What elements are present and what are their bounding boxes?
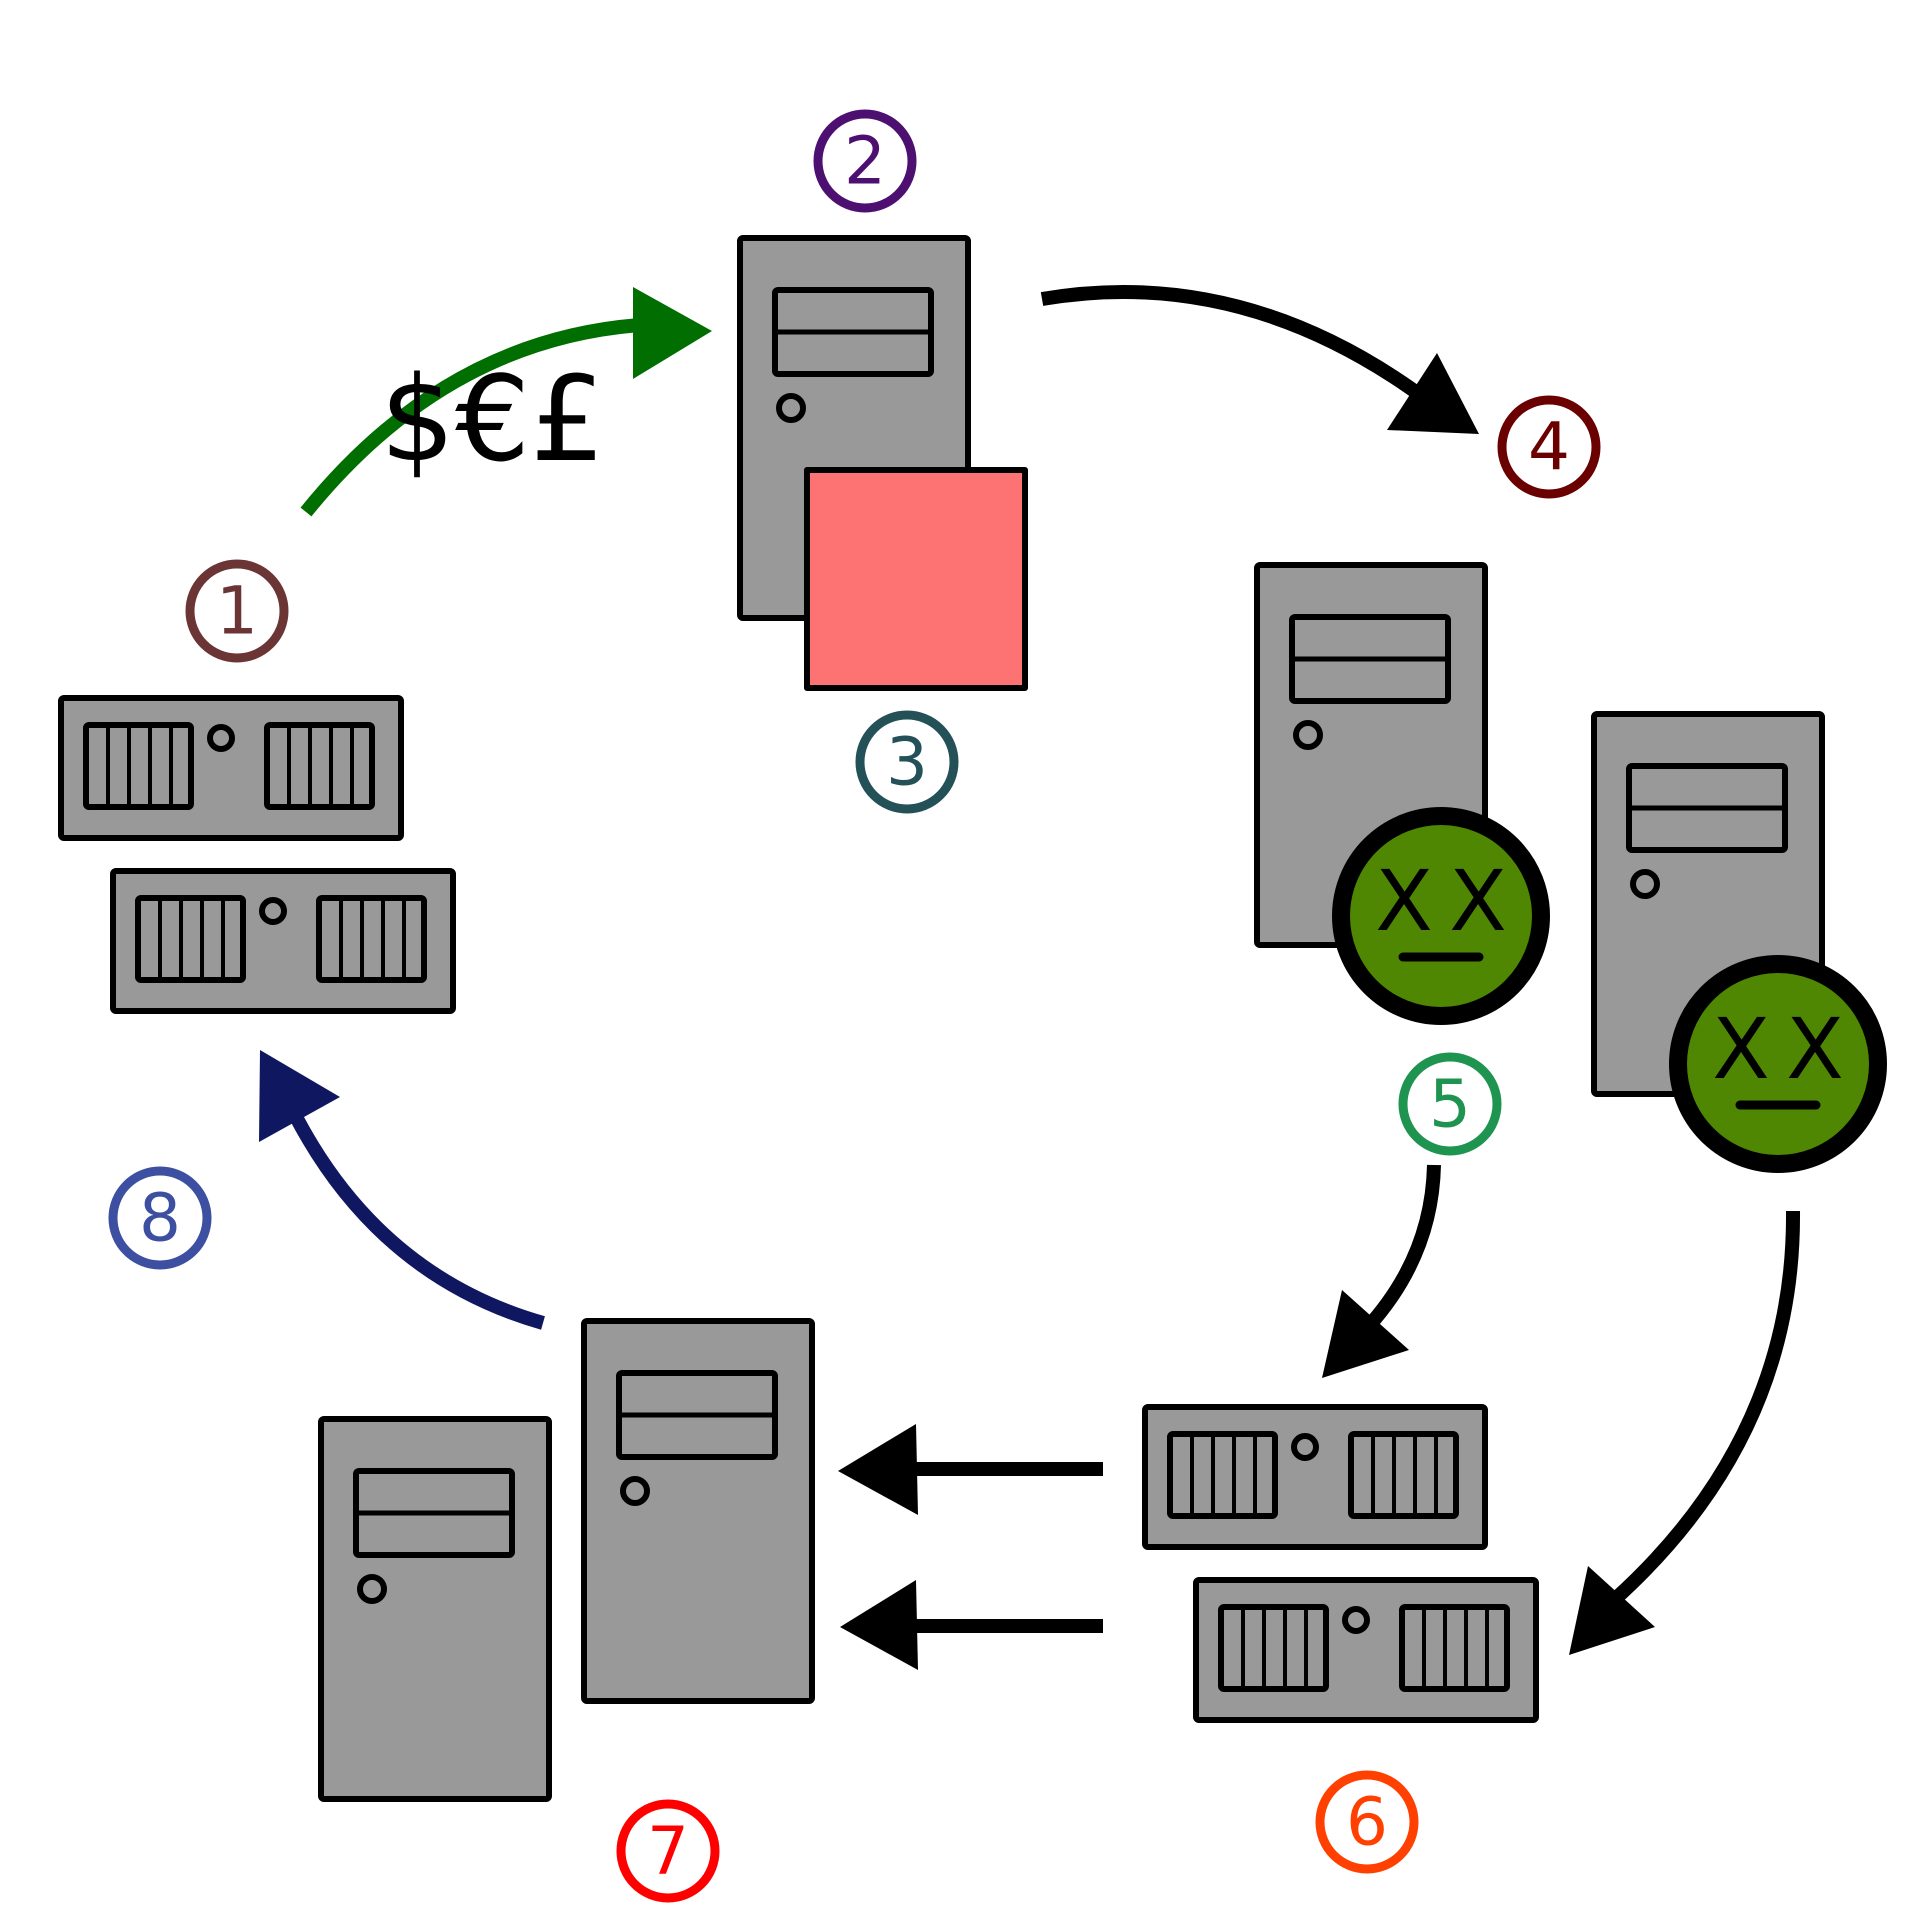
rack-server-group-1 — [61, 698, 453, 1011]
svg-text:8: 8 — [139, 1180, 181, 1257]
svg-text:5: 5 — [1429, 1066, 1471, 1143]
arrow-6-to-7b — [840, 1580, 1103, 1670]
arrow-5-to-6a — [1322, 1164, 1441, 1378]
arrow-icon — [840, 1580, 918, 1670]
svg-text:3: 3 — [886, 724, 928, 801]
tower-server-group-7 — [321, 1321, 812, 1799]
dead-face-icon — [1341, 816, 1541, 1016]
rack-server-icon — [1145, 1407, 1485, 1547]
svg-text:6: 6 — [1346, 1784, 1388, 1861]
rack-server-icon — [61, 698, 401, 838]
currency-label: $€£ — [380, 350, 605, 488]
rack-server-icon — [1196, 1580, 1536, 1720]
arrow-6-to-7a — [838, 1424, 1103, 1515]
rack-server-group-6 — [1145, 1407, 1536, 1720]
arrow-payment — [300, 287, 712, 517]
svg-text:1: 1 — [216, 573, 258, 650]
step-badge-1: 1 — [185, 559, 289, 663]
arrow-icon — [633, 287, 712, 379]
tower-server-icon — [584, 1321, 812, 1701]
arrow-5-to-6b — [1569, 1210, 1801, 1655]
infected-tower-b — [1594, 714, 1878, 1164]
arrow-icon — [1322, 1290, 1409, 1378]
rack-server-icon — [113, 871, 453, 1011]
step-badge-4: 4 — [1497, 395, 1601, 499]
step-badge-7: 7 — [616, 1799, 720, 1903]
arrow-return-8 — [259, 1050, 545, 1330]
step-badge-6: 6 — [1315, 1770, 1419, 1874]
payload-box — [804, 467, 1028, 691]
svg-text:2: 2 — [844, 123, 886, 200]
step-badge-3: 3 — [855, 710, 959, 814]
arrow-icon — [838, 1424, 918, 1515]
step-badge-8: 8 — [108, 1166, 212, 1270]
tower-server-2 — [740, 238, 1028, 691]
arrow-icon — [259, 1050, 340, 1142]
step-badge-2: 2 — [813, 109, 917, 213]
arrow-to-4 — [1040, 284, 1479, 434]
arrow-icon — [1569, 1566, 1655, 1655]
svg-text:4: 4 — [1528, 409, 1570, 486]
dead-face-icon — [1678, 964, 1878, 1164]
arrow-icon — [1387, 353, 1479, 434]
tower-server-icon — [321, 1419, 549, 1799]
infected-tower-a — [1257, 565, 1541, 1016]
svg-text:7: 7 — [647, 1813, 689, 1890]
step-badge-5: 5 — [1398, 1052, 1502, 1156]
